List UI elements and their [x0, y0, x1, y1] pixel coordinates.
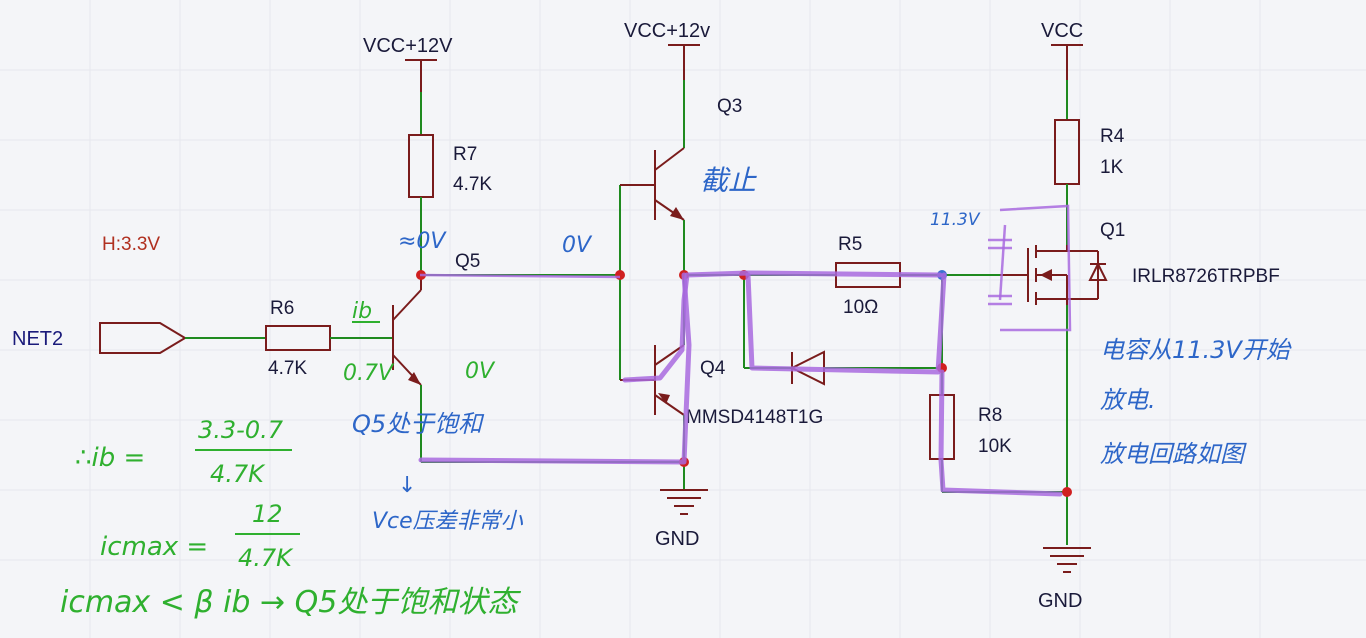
formula-ib-denominator: 4.7K [210, 460, 266, 488]
net2-label: NET2 [12, 328, 63, 350]
diode-part: MMSD4148T1G [686, 407, 823, 428]
gnd-mid-symbol [660, 489, 708, 515]
q4-label: Q4 [700, 358, 726, 379]
note-discharge-line3: 放电回路如图 [1100, 440, 1247, 468]
note-vbe: 0.7V [343, 361, 395, 386]
gnd-mid-label: GND [655, 528, 699, 550]
r7-value: 4.7K [453, 174, 492, 195]
high-level-label: H:3.3V [102, 234, 160, 255]
transistor-q3 [620, 147, 685, 221]
r5-value: 10Ω [843, 297, 878, 318]
formula-icmax-numerator: 12 [252, 500, 283, 528]
discharge-path-highlight [418, 204, 1072, 497]
formula-icmax-denominator: 4.7K [238, 544, 294, 572]
note-vce-small: Vce压差非常小 [372, 509, 524, 534]
formula-ib-lhs: ∴ib = [75, 443, 145, 473]
gnd-right-label: GND [1038, 590, 1082, 612]
note-arrow-down: ↓ [398, 473, 416, 498]
r4-name: R4 [1100, 126, 1125, 147]
r8-value: 10K [978, 436, 1012, 457]
note-discharge-line1: 电容从11.3V开始 [1100, 336, 1292, 364]
transistor-q5 [392, 275, 422, 386]
r5-name: R5 [838, 234, 862, 255]
net2-port [99, 322, 187, 354]
mosfet-q1 [1000, 245, 1108, 305]
note-cap-voltage: 11.3V [930, 210, 981, 230]
resistor-r7 [408, 134, 434, 198]
note-discharge-line2: 放电. [1100, 386, 1156, 414]
note-q5-collector-voltage: ≈0V [398, 229, 447, 254]
formula-ib-numerator: 3.3-0.7 [198, 416, 284, 444]
q1-label: Q1 [1100, 220, 1125, 241]
formula-icmax-lhs: icmax = [100, 532, 208, 562]
vcc12-mid-label: VCC+12v [624, 20, 710, 42]
vcc12-left-symbol [405, 59, 437, 92]
r6-value: 4.7K [268, 358, 307, 379]
resistor-r4 [1054, 119, 1080, 185]
r6-name: R6 [270, 298, 294, 319]
resistor-r6 [265, 325, 331, 351]
vcc12-left-label: VCC+12V [363, 35, 453, 57]
note-node-0v: 0V [562, 233, 593, 258]
note-ib: ib [352, 299, 372, 324]
q3-label: Q3 [717, 96, 742, 117]
note-emitter-0v: 0V [465, 359, 496, 384]
vcc-right-label: VCC [1041, 20, 1083, 42]
vcc-right-symbol [1051, 44, 1083, 80]
gate-capacitor-sketch [988, 238, 1012, 306]
q5-label: Q5 [455, 251, 480, 272]
note-q3-cutoff: 截止 [700, 164, 757, 197]
note-q5-saturated: Q5处于饱和 [352, 410, 485, 438]
vcc12-mid-symbol [668, 44, 700, 80]
formula-conclusion: icmax < β ib → Q5处于饱和状态 [60, 585, 521, 620]
q1-part: IRLR8726TRPBF [1132, 266, 1280, 287]
gnd-right-symbol [1043, 547, 1091, 573]
r8-name: R8 [978, 405, 1002, 426]
r4-value: 1K [1100, 157, 1124, 178]
r7-name: R7 [453, 144, 477, 165]
